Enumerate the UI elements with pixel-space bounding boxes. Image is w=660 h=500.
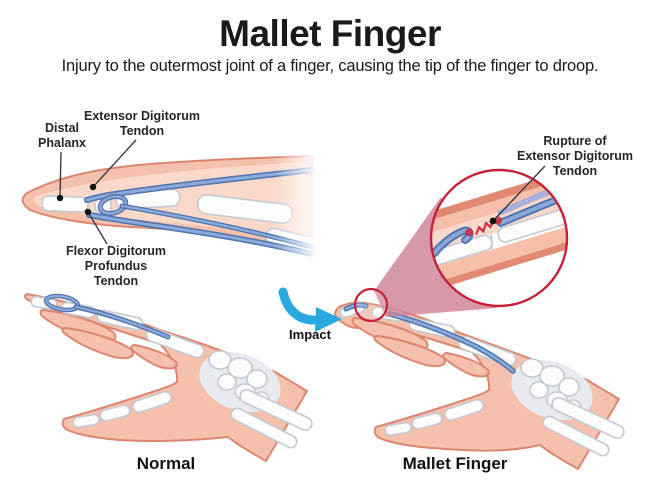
- mallet-hand-bones: [339, 302, 625, 457]
- label-flexor-tendon: Flexor Digitorum Profundus Tendon: [65, 244, 166, 288]
- leader-line-distal-phalanx: [56, 151, 64, 202]
- label-distal-phalanx: Distal Phalanx: [38, 121, 86, 150]
- caption-mallet-finger: Mallet Finger: [402, 454, 508, 473]
- caption-normal: Normal: [136, 454, 196, 473]
- leader-line-rupture: [489, 165, 546, 225]
- fingertip-highlight-ring: [353, 287, 389, 323]
- page-subtitle: Injury to the outermost joint of a finge…: [61, 57, 599, 75]
- impact-arrow-icon: [278, 287, 342, 332]
- normal-extensor-tendon-graphic: [43, 293, 171, 340]
- label-rupture: Rupture of Extensor Digitorum Tendon: [517, 134, 633, 178]
- flexor-tendon-graphic: [86, 203, 315, 257]
- curled-finger-2: [61, 327, 134, 360]
- zoom-finger-layers: [432, 171, 566, 293]
- leader-line-flexor-tendon: [84, 208, 108, 245]
- leader-line-extensor-tendon: [89, 139, 137, 191]
- mallet-hand-illustration: [334, 301, 625, 470]
- magnifier-circle: [429, 168, 569, 308]
- extensor-tendon-graphic: [84, 167, 315, 216]
- page-title: Mallet Finger: [219, 13, 441, 54]
- finger-cross-section: [21, 155, 335, 259]
- ruptured-tendon-graphic: [343, 302, 516, 374]
- curled-finger-3: [442, 352, 490, 378]
- normal-hand-illustration: [23, 293, 313, 462]
- curled-finger-3: [130, 344, 178, 370]
- normal-hand-bones: [30, 295, 313, 449]
- label-impact: Impact: [289, 327, 331, 342]
- label-extensor-tendon: Extensor Digitorum Tendon: [84, 109, 200, 138]
- curled-finger-2: [373, 335, 446, 368]
